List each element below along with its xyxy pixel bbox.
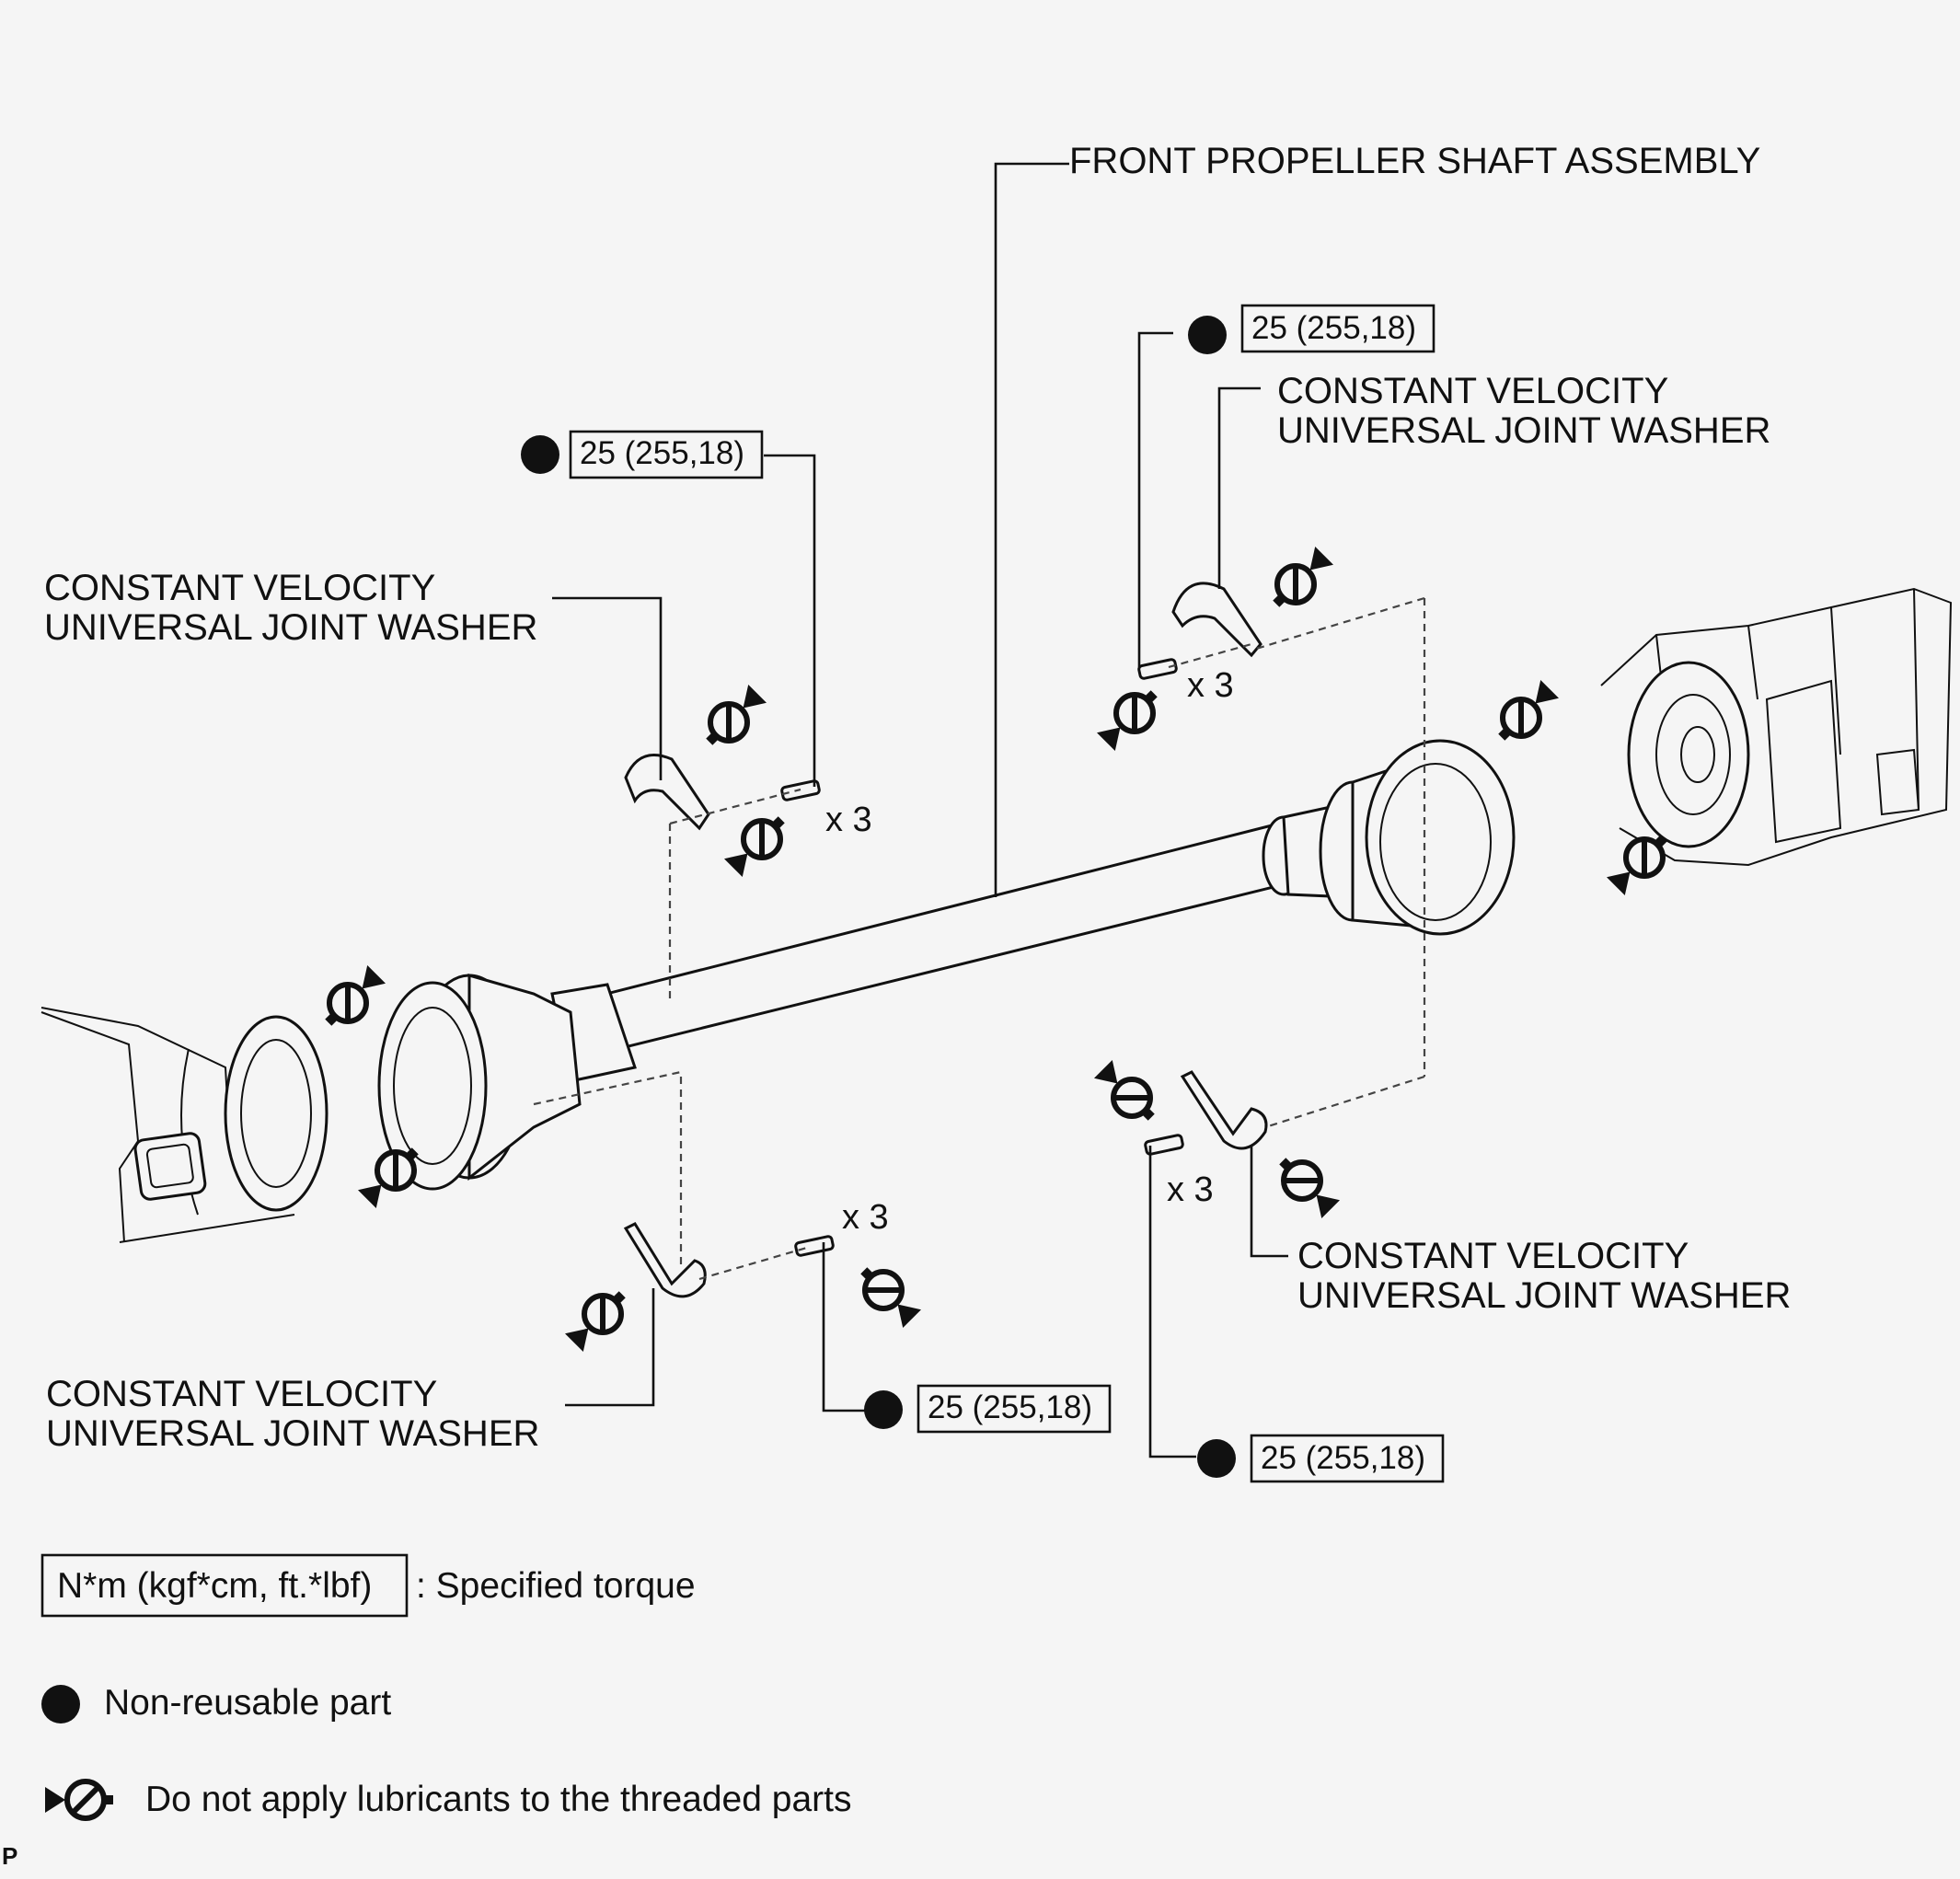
- bolt-lower-right: [1144, 1134, 1184, 1156]
- bolt-lower-left: [794, 1235, 835, 1257]
- leader-lines: [552, 162, 1288, 1458]
- legend-nonreusable-text: Non-reusable part: [104, 1683, 391, 1723]
- torque-value: 25 (255,18): [1261, 1440, 1425, 1476]
- transfer-case: [1600, 587, 1953, 867]
- washer-upper-right: [1171, 582, 1262, 658]
- no-lubricant-legend-icon: [45, 1781, 113, 1818]
- torque-callout-upper-right: 25 (255,18): [1188, 304, 1435, 354]
- washer-label-upper-left-line1: CONSTANT VELOCITY: [44, 568, 435, 608]
- legend-torque-text: : Specified torque: [416, 1566, 696, 1606]
- legend-torque-box: [40, 1553, 409, 1618]
- propeller-shaft: [377, 739, 1516, 1191]
- no-lubricant-icon: [697, 681, 771, 755]
- washer-label-upper-right-line2: UNIVERSAL JOINT WASHER: [1277, 410, 1770, 451]
- washer-label-upper-right-line1: CONSTANT VELOCITY: [1277, 371, 1668, 411]
- no-lubricant-icon: [316, 962, 390, 1036]
- quantity-label: x 3: [842, 1198, 889, 1237]
- washer-label-lower-right-line1: CONSTANT VELOCITY: [1297, 1236, 1689, 1276]
- torque-value: 25 (255,18): [928, 1389, 1092, 1425]
- legend-torque-units: N*m (kgf*cm, ft.*lbf): [57, 1566, 372, 1606]
- non-reusable-icon: [864, 1390, 903, 1429]
- no-lubricant-icon: [1090, 1056, 1165, 1131]
- torque-callout-lower-right: 25 (255,18): [1197, 1434, 1445, 1483]
- legend-nolube-text: Do not apply lubricants to the threaded …: [145, 1780, 851, 1819]
- non-reusable-icon: [521, 435, 559, 474]
- torque-callout-lower-left: 25 (255,18): [864, 1384, 1112, 1434]
- no-lubricant-icon: [1489, 676, 1563, 751]
- bolt-upper-right: [1137, 658, 1178, 680]
- footer-code: P: [2, 1842, 17, 1870]
- legend: N*m (kgf*cm, ft.*lbf) : Specified torque…: [40, 1553, 851, 1819]
- no-lubricant-icon: [561, 1282, 636, 1356]
- quantity-label: x 3: [1167, 1170, 1214, 1209]
- no-lubricant-icon: [1093, 681, 1168, 755]
- washer-label-lower-left-line2: UNIVERSAL JOINT WASHER: [46, 1413, 539, 1454]
- torque-callout-upper-left: 25 (255,18): [521, 430, 764, 479]
- torque-value: 25 (255,18): [1251, 310, 1416, 346]
- torque-value: 25 (255,18): [580, 435, 744, 471]
- washer-lower-left: [623, 1222, 707, 1298]
- rear-differential-housing: [40, 1007, 329, 1243]
- washer-lower-right: [1180, 1070, 1268, 1150]
- non-reusable-icon: [1188, 316, 1227, 354]
- assembly-label: FRONT PROPELLER SHAFT ASSEMBLY: [1069, 141, 1760, 181]
- washer-label-lower-left-line1: CONSTANT VELOCITY: [46, 1374, 437, 1414]
- quantity-label: x 3: [1187, 666, 1234, 705]
- quantity-label: x 3: [825, 801, 872, 839]
- washer-label-lower-right-line2: UNIVERSAL JOINT WASHER: [1297, 1275, 1791, 1316]
- washer-upper-left: [624, 754, 710, 831]
- filled-circle-icon: [41, 1685, 80, 1723]
- washer-label-upper-left-line2: UNIVERSAL JOINT WASHER: [44, 607, 537, 648]
- no-lubricant-icon: [851, 1258, 926, 1332]
- no-lubricant-icon: [721, 807, 795, 882]
- alignment-lines: [533, 596, 1426, 1281]
- non-reusable-icon: [1197, 1439, 1236, 1478]
- no-lubricant-icon: [1263, 543, 1338, 617]
- no-lubricant-icon: [1270, 1148, 1344, 1223]
